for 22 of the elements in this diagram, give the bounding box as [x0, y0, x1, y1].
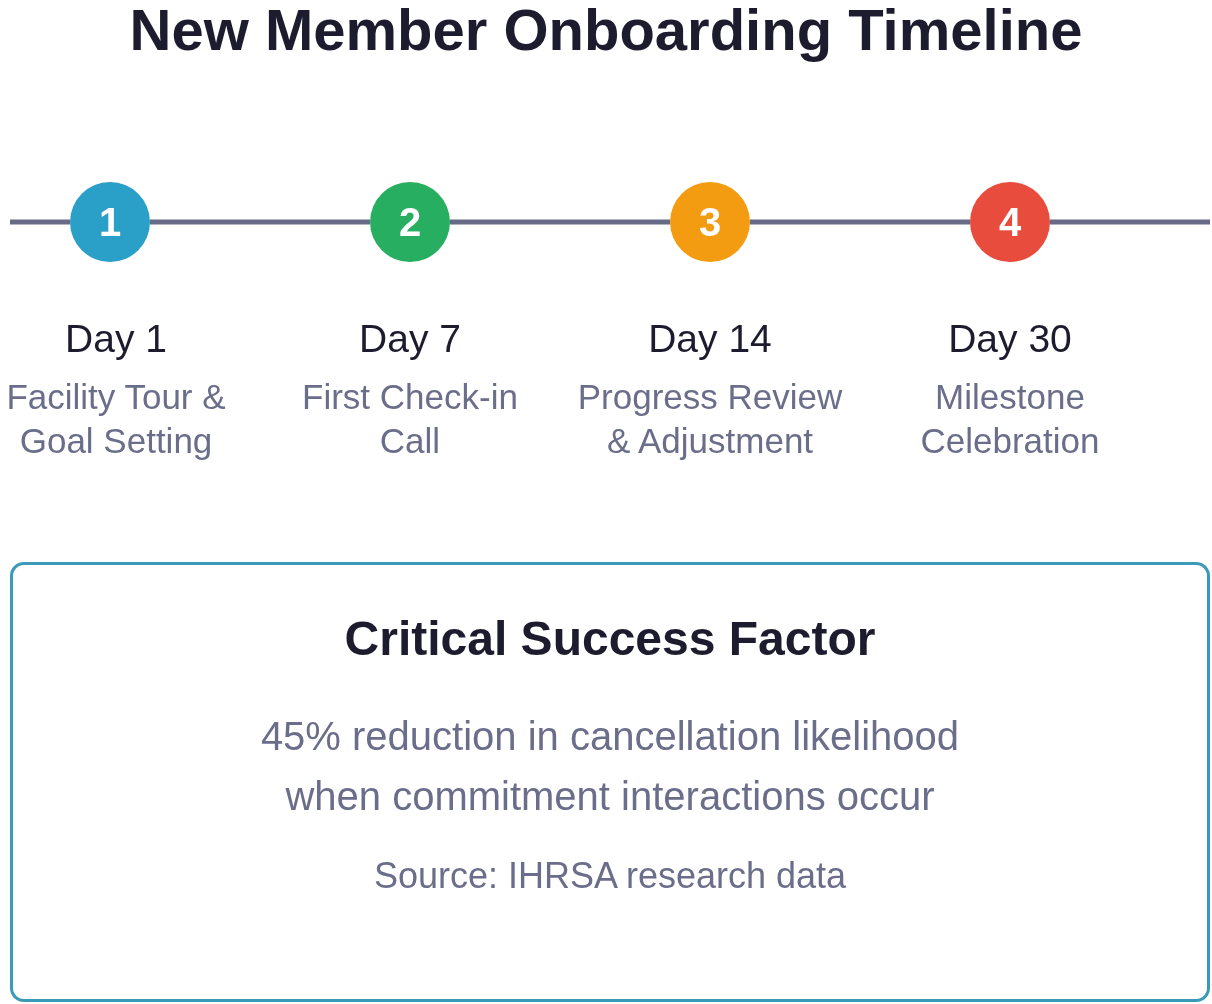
timeline-line: [10, 219, 70, 225]
timeline-line: [150, 219, 370, 225]
source-note: Source: IHRSA research data: [373, 854, 847, 898]
numbered-circle: 2: [370, 182, 450, 262]
numbered-circle: 4: [970, 182, 1050, 262]
info-card: [10, 562, 1210, 1002]
day-label: Day 30: [947, 317, 1073, 361]
step-description: Milestone Celebration: [919, 376, 1101, 462]
card-heading: Critical Success Factor: [344, 611, 876, 667]
timeline-line: [750, 219, 970, 225]
step-description: First Check-in Call: [301, 376, 519, 462]
day-label: Day 7: [358, 317, 462, 361]
step-description: Progress Review & Adjustment: [576, 376, 844, 462]
numbered-circle: 3: [670, 182, 750, 262]
numbered-circle: 1: [70, 182, 150, 262]
step-description: Facility Tour & Goal Setting: [5, 376, 227, 462]
timeline-line: [450, 219, 670, 225]
diagram-title: New Member Onboarding Timeline: [129, 0, 1083, 63]
day-label: Day 14: [647, 317, 773, 361]
stat-text: 45% reduction in cancellation likelihood when commitment interactions occur: [259, 713, 961, 820]
timeline-line: [1050, 219, 1210, 225]
day-label: Day 1: [64, 317, 168, 361]
